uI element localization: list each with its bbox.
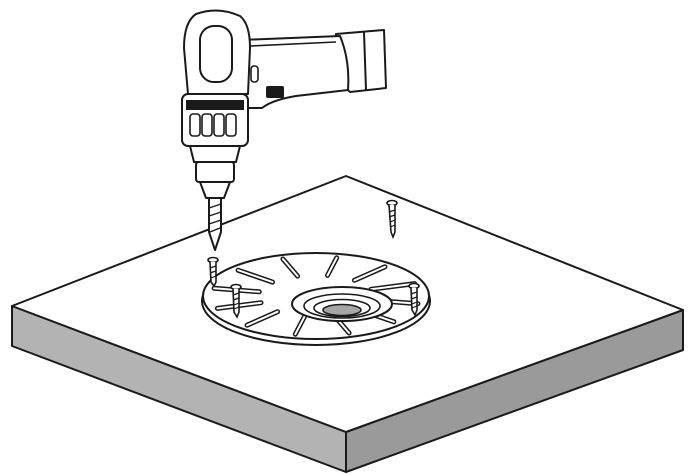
screw-icon xyxy=(207,199,420,319)
drill-bit xyxy=(208,197,222,251)
base-rib-highlight xyxy=(326,256,338,277)
screw-base-left xyxy=(207,256,219,288)
drill-trigger xyxy=(266,86,284,98)
base-rib-highlight xyxy=(370,282,416,291)
screw-base-right xyxy=(408,282,420,317)
base-rib-highlight xyxy=(294,315,306,336)
screw-board xyxy=(386,199,398,240)
base-center-hole xyxy=(322,303,362,317)
drill-window xyxy=(199,25,233,83)
base-rib-highlight xyxy=(237,269,274,284)
base-rib-highlight xyxy=(353,265,386,282)
pedestal-base-icon xyxy=(201,252,431,346)
screw-base-front xyxy=(230,283,242,319)
base-rib-highlight xyxy=(246,310,279,327)
drill-switch xyxy=(250,65,259,83)
drill-chuck xyxy=(189,145,241,163)
base-rib-highlight xyxy=(281,258,299,278)
power-drill-icon xyxy=(181,9,387,251)
